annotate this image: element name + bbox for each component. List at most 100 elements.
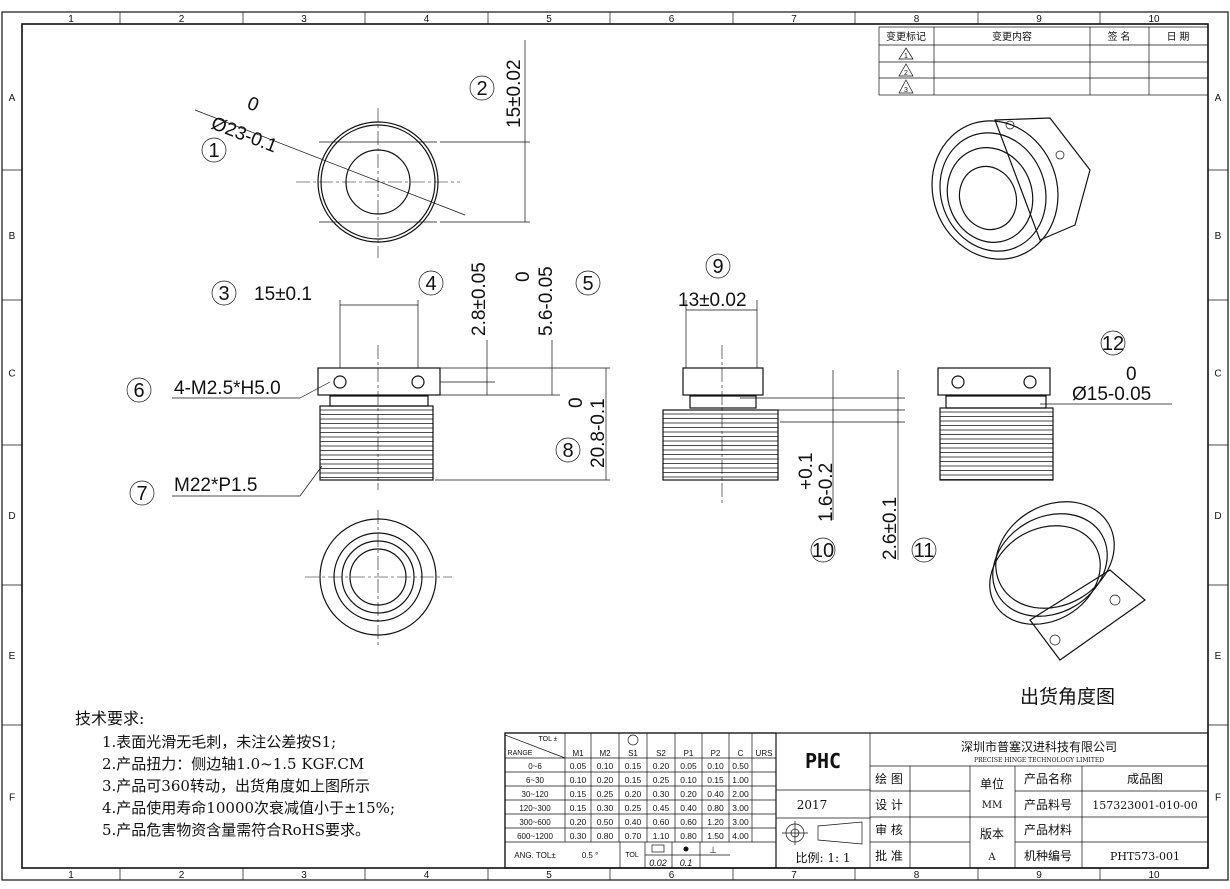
svg-text:8: 8: [562, 440, 573, 462]
dim-total-height: 20.8-0.1: [588, 398, 609, 468]
company-en: PRECISE HINGE TECHNOLOGY LIMITED: [974, 757, 1104, 764]
field-label-name: 产品名称: [1024, 771, 1072, 786]
tol-cell: 0.80: [680, 831, 697, 841]
tol-label: TOL: [625, 852, 639, 859]
zone-col-label: 1: [68, 14, 74, 25]
dim-inner-dia-upper: 0: [1126, 364, 1137, 385]
tol-col-header: P2: [711, 749, 721, 758]
callout-3: 3: [211, 280, 237, 306]
svg-text:6: 6: [133, 380, 144, 402]
iso-view-top: [931, 117, 1091, 260]
year: 2017: [797, 798, 828, 812]
svg-text:11: 11: [914, 540, 935, 562]
tol-cell: 0.15: [707, 775, 724, 785]
zone-col-label: 3: [301, 14, 307, 25]
zone-col-label: 6: [669, 14, 675, 25]
zone-col-label: 8: [914, 870, 920, 881]
zone-col-label: 3: [301, 870, 307, 881]
tol-cell: 0.15: [625, 775, 642, 785]
tol-cell: 1.00: [732, 775, 749, 785]
dim-total-height-upper: 0: [566, 397, 587, 408]
right-view: Ø15-0.05 0: [937, 364, 1172, 481]
dim-flange-offset: 2.8±0.05: [469, 262, 490, 336]
dim-thread: M22*P1.5: [174, 475, 257, 496]
tol-cell: 0.50: [732, 761, 749, 771]
tol-cell: 0.80: [707, 803, 724, 813]
tol-cell: 0.20: [597, 775, 614, 785]
svg-text:3: 3: [218, 283, 229, 305]
ang-tol-value: 0.5 °: [582, 851, 599, 860]
zone-col-label: 1: [68, 870, 74, 881]
tol-col-header: S1: [628, 749, 638, 758]
zone-row-label: C: [1214, 369, 1221, 380]
version-value: A: [987, 852, 996, 863]
tol-cell: 0.25: [597, 789, 614, 799]
tol-cell: 0.80: [597, 831, 614, 841]
flatness-icon: [651, 844, 665, 853]
tol-cell: 0.05: [680, 761, 697, 771]
svg-text:4: 4: [425, 273, 436, 295]
tol-cell: 0.30: [570, 831, 587, 841]
rev-mark-2-icon: 2: [898, 63, 914, 77]
title-block: PHC 2017 比例: 1: 1 深圳市普塞汉进科技有限公司 PRECISE …: [504, 732, 1209, 869]
dim-hole-spacing: 15±0.1: [254, 284, 312, 305]
notes-title: 技术要求:: [75, 709, 144, 728]
ang-tol-label: ANG. TOL±: [514, 851, 556, 860]
tol-cell: 2.00: [732, 789, 749, 799]
tol-cell: 1.20: [707, 817, 724, 827]
svg-text:9: 9: [712, 256, 723, 278]
role-draw: 绘 图: [875, 771, 903, 786]
tol-cell: 0.15: [570, 803, 587, 813]
zone-row-label: A: [1215, 93, 1222, 104]
zone-col-label: 10: [1148, 870, 1160, 881]
tol-cell: 0.10: [570, 775, 587, 785]
tol-cell: 3.00: [732, 817, 749, 827]
dim-inner-dia: Ø15-0.05: [1072, 384, 1151, 405]
callout-11: 11: [911, 537, 937, 563]
tol-cell: 0.40: [680, 803, 697, 813]
zone-col-label: 10: [1148, 14, 1160, 25]
tol-cell: 0.70: [625, 831, 642, 841]
tol-cell: 0.10: [680, 775, 697, 785]
dim-flange-thk: 5.6-0.05: [536, 266, 557, 336]
svg-text:5: 5: [582, 273, 593, 295]
zone-col-label: 2: [179, 14, 185, 25]
tol-corner-bottom: RANGE: [508, 750, 533, 757]
side-view: 13±0.02 1.6-0.2 +0.1 2.6±0.1: [662, 290, 905, 560]
rev-header-sign: 签 名: [1108, 30, 1131, 43]
tol-col-header: M1: [572, 749, 584, 758]
tol-col-header: M2: [599, 749, 611, 758]
svg-text:1: 1: [904, 53, 908, 60]
tol-range: 30~120: [522, 790, 549, 799]
tol-cell: 0.20: [653, 761, 670, 771]
tol-range: 6~30: [526, 776, 545, 785]
tol-cell: 0.20: [625, 789, 642, 799]
svg-text:3: 3: [904, 87, 908, 94]
tol-range: 0~6: [528, 762, 542, 771]
zone-row-label: E: [9, 651, 16, 662]
callout-10: 10: [810, 537, 836, 563]
zone-row-label: D: [8, 511, 15, 522]
rev-header-content: 变更内容: [992, 30, 1032, 43]
note-4: 4.产品使用寿命10000次衰减值小于±15%;: [102, 799, 395, 817]
zone-row-label: E: [1215, 651, 1222, 662]
tol-range: 300~600: [519, 818, 551, 827]
tol-range: 120~300: [519, 804, 551, 813]
position-value: 0.1: [680, 858, 693, 868]
tol-cell: 0.05: [570, 761, 587, 771]
zone-col-label: 7: [791, 14, 797, 25]
scale: 比例: 1: 1: [796, 851, 851, 865]
tol-cell: 0.50: [597, 817, 614, 827]
svg-text:12: 12: [1102, 333, 1124, 355]
tol-cell: 1.10: [653, 831, 670, 841]
callout-5: 5: [575, 270, 601, 296]
zone-col-label: 5: [546, 870, 552, 881]
position-icon: [683, 846, 689, 852]
zone-col-label: 7: [791, 870, 797, 881]
tol-cell: 0.20: [680, 789, 697, 799]
technical-notes: 技术要求: 1.表面光滑无毛刺，未注公差按S1; 2.产品扭力：侧边轴1.0~1…: [75, 709, 395, 839]
field-value-partno: 157323001-010-00: [1092, 799, 1197, 812]
field-label-model: 机种编号: [1024, 848, 1072, 863]
